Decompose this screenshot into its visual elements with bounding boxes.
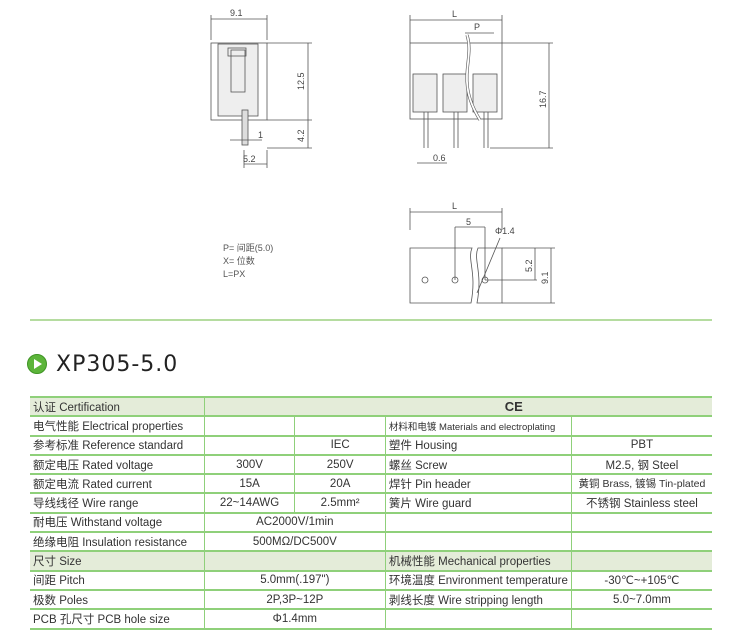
cell [570,531,712,553]
cell: 机械性能 Mechanical properties [384,550,572,572]
pcb-dim-hole: Φ1.4 [495,226,515,236]
cell: PCB 孔尺寸 PCB hole size [30,608,205,630]
cell: 不锈钢 Stainless steel [570,492,712,514]
cell: M2.5, 钢 Steel [570,453,712,476]
cell: 250V [294,453,386,476]
pcb-dim-hole-offset: 5.2 [524,259,534,272]
spec-table: 认证 Certification CE 电气性能 Electrical prop… [30,395,712,630]
cell [203,415,296,437]
cell: 剥线长度 Wire stripping length [384,588,572,611]
legend-length: L=PX [223,269,246,279]
cell: 绝缘电阻 Insulation resistance [30,531,205,553]
cell: 5.0mm(.197") [203,569,386,591]
table-row: 电气性能 Electrical properties 材料和电镀 Material… [30,415,712,437]
dim-pin-thickness: 1 [258,130,263,140]
cell: 螺丝 Screw [384,453,572,476]
cell [384,511,572,534]
cell: 15A [203,473,296,495]
cell: 耐电压 Withstand voltage [30,511,205,534]
cell: 2.5mm² [294,492,386,514]
ce-mark: CE [204,395,712,418]
cell: 尺寸 Size [30,550,205,572]
cell [384,608,572,630]
side-view-drawing: 9.1 12.5 4.2 1 5.2 [210,8,312,168]
cell: 焊针 Pin header [384,473,572,495]
cell: 塑件 Housing [384,434,572,456]
cell [203,434,296,456]
cell [570,608,712,630]
cell: 500MΩ/DC500V [203,531,386,553]
cell: 20A [294,473,386,495]
cell: PBT [570,434,712,456]
pcb-dim-depth: 9.1 [540,271,550,284]
cell: 黄铜 Brass, 镀锡 Tin-plated [570,473,712,495]
product-title: XP305-5.0 [56,352,179,377]
dim-width: 9.1 [230,8,243,18]
cell: 参考标准 Reference standard [30,434,205,456]
cell [294,415,386,437]
cell [570,511,712,534]
cell [570,550,712,572]
cell: 极数 Poles [30,588,205,611]
cell: 5.0~7.0mm [570,588,712,611]
pcb-layout-drawing: L 5 Φ1.4 5.2 9.1 [409,201,555,304]
cell: 额定电压 Rated voltage [30,453,205,476]
dim-height: 16.7 [538,90,548,108]
cell: 环境温度 Environment temperature [384,569,572,591]
cell: 簧片 Wire guard [384,492,572,514]
pcb-dim-length: L [452,201,457,211]
cert-label: 认证 Certification [30,395,205,418]
cell: 22~14AWG [203,492,296,514]
cell: -30℃~+105℃ [570,569,712,591]
dim-body-height: 12.5 [296,72,306,90]
drawing-legend: P= 间距(5.0) X= 位数 L=PX [223,242,273,281]
cell: 电气性能 Electrical properties [30,415,205,437]
pcb-dim-pitch: 5 [466,217,471,227]
cell: IEC [294,434,386,456]
cell: AC2000V/1min [203,511,386,534]
dim-pin-width: 0.6 [433,153,446,163]
cell [570,415,712,437]
cell: 材料和电镀 Materials and electroplating [384,415,572,437]
legend-pitch: P= 间距(5.0) [223,243,274,253]
section-divider [30,319,712,321]
play-bullet-icon [27,354,47,374]
table-row-certification: 认证 Certification CE [30,395,712,418]
cell: 间距 Pitch [30,569,205,591]
dim-pitch: P [474,22,480,32]
cell: 300V [203,453,296,476]
dim-pin-length: 4.2 [296,129,306,142]
front-view-drawing: L P 16.7 0.6 [409,9,553,164]
cell: 额定电流 Rated current [30,473,205,495]
cell [203,550,386,572]
dim-length: L [452,9,457,19]
cell [384,531,572,553]
cell: 2P,3P~12P [203,588,386,611]
cell: Φ1.4mm [203,608,386,630]
table-row-section: 尺寸 Size 机械性能 Mechanical properties [30,550,712,572]
legend-positions: X= 位数 [223,256,255,266]
cell: 导线线径 Wire range [30,492,205,514]
dim-pin-offset: 5.2 [243,154,256,164]
